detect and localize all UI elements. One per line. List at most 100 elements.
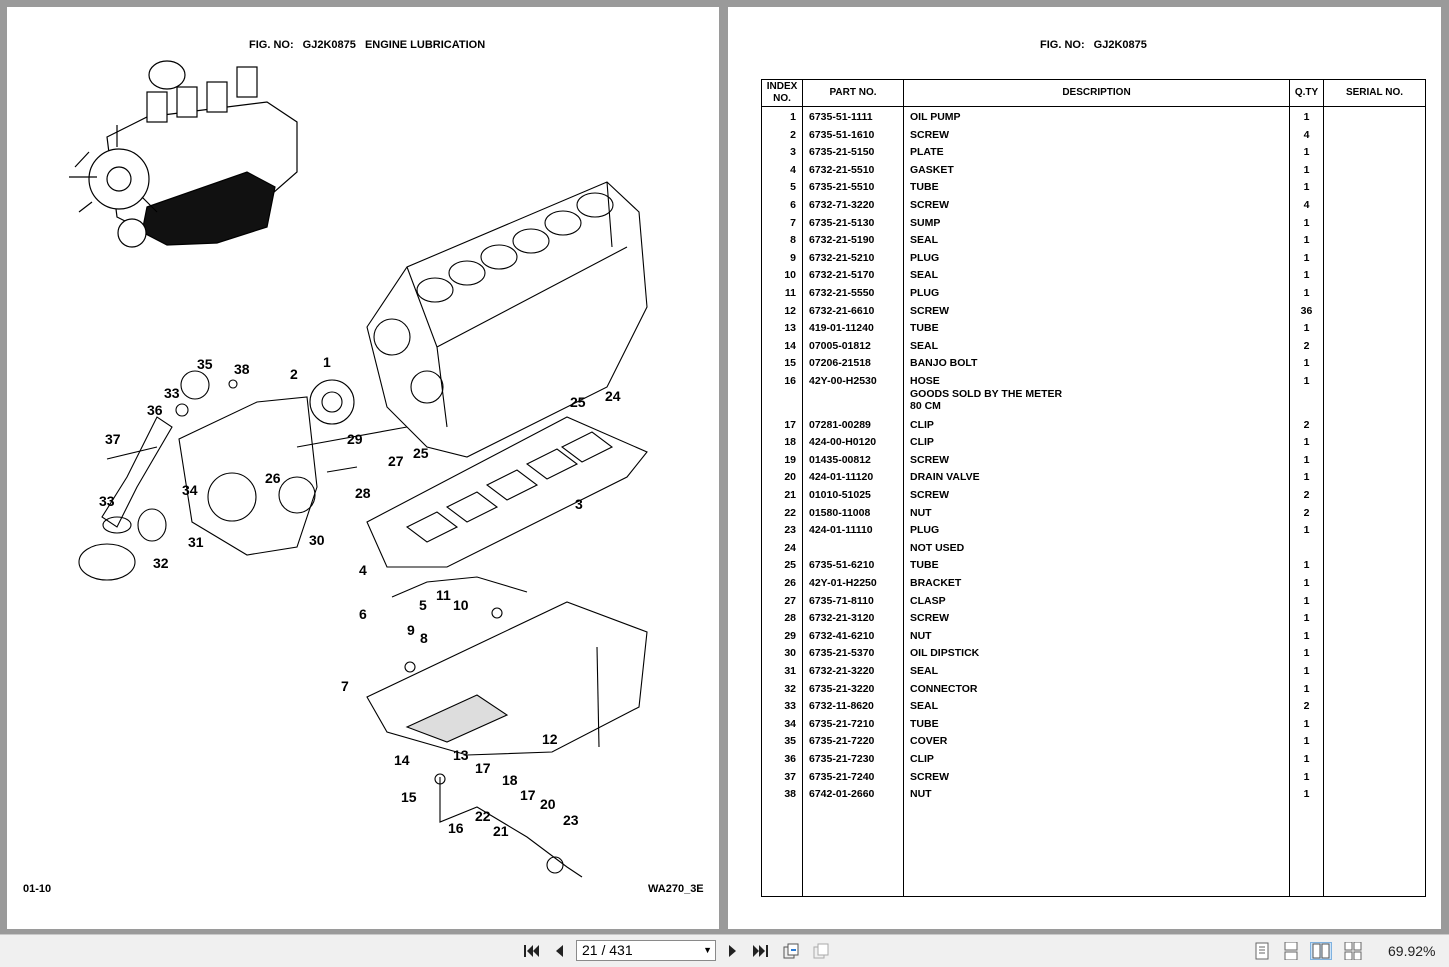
index-cell: 6 bbox=[790, 199, 796, 211]
description-cell: CONNECTOR bbox=[910, 683, 977, 696]
qty-cell: 1 bbox=[1303, 612, 1310, 625]
callout-8: 8 bbox=[420, 630, 428, 646]
index-cell: 15 bbox=[784, 357, 796, 370]
description-line: TUBE bbox=[910, 559, 939, 572]
index-cell: 36 bbox=[784, 753, 796, 765]
callout-16: 16 bbox=[448, 820, 464, 836]
description-cell: CLIP bbox=[910, 419, 934, 432]
description-line: CLIP bbox=[910, 418, 934, 431]
next-page-icon[interactable] bbox=[723, 942, 743, 960]
qty-cell: 2 bbox=[1303, 700, 1310, 713]
part-no-cell: 42Y-01-H2250 bbox=[809, 577, 877, 589]
two-page-continuous-icon[interactable] bbox=[1343, 941, 1362, 961]
description-line: SCREW bbox=[910, 128, 950, 141]
viewer-toolbar: 21 / 431 ▼ 69.92% bbox=[0, 934, 1449, 967]
prev-page-icon[interactable] bbox=[549, 942, 569, 960]
index-cell: 37 bbox=[784, 770, 796, 783]
description-cell: OIL PUMP bbox=[910, 111, 961, 124]
single-page-icon[interactable] bbox=[1253, 942, 1271, 960]
index-cell: 14 bbox=[784, 339, 796, 352]
description-cell: CLIP bbox=[910, 436, 934, 449]
continuous-icon[interactable] bbox=[1282, 941, 1300, 961]
index-cell: 10 bbox=[784, 269, 796, 282]
chevron-down-icon[interactable]: ▼ bbox=[703, 945, 712, 955]
fig-number: GJ2K0875 bbox=[302, 39, 356, 51]
cylinder-block bbox=[366, 181, 648, 458]
fit-icon[interactable] bbox=[811, 942, 831, 960]
last-page-icon[interactable] bbox=[751, 942, 771, 960]
qty-cell: 1 bbox=[1303, 436, 1310, 449]
description-cell: CLIP bbox=[910, 753, 934, 766]
description-line: BANJO BOLT bbox=[910, 357, 978, 370]
header-description: DESCRIPTION bbox=[1062, 87, 1131, 98]
part-no-cell: 6735-51-6210 bbox=[809, 559, 875, 572]
part-no-cell: 6735-21-7230 bbox=[809, 753, 875, 765]
qty-cell: 1 bbox=[1303, 559, 1310, 572]
part-no-cell: 6732-21-5510 bbox=[809, 163, 875, 176]
index-cell: 34 bbox=[784, 717, 796, 730]
page-number-field[interactable]: 21 / 431 ▼ bbox=[576, 940, 716, 961]
description-cell: NUT bbox=[910, 788, 932, 801]
part-no-cell: 6735-51-1610 bbox=[809, 128, 875, 141]
description-cell: SCREW bbox=[910, 305, 949, 318]
qty-cell: 1 bbox=[1303, 216, 1310, 229]
description-cell: NUT bbox=[910, 630, 932, 643]
page-code: 01-10 bbox=[23, 883, 52, 895]
qty-cell: 1 bbox=[1303, 453, 1310, 466]
fig-name: ENGINE LUBRICATION bbox=[364, 39, 486, 51]
qty-cell: 1 bbox=[1303, 524, 1310, 537]
callout-27: 27 bbox=[388, 453, 404, 469]
callout-20: 20 bbox=[540, 796, 556, 812]
description-cell: NUT bbox=[910, 507, 932, 520]
zoom-level[interactable]: 69.92% bbox=[1388, 943, 1436, 959]
description-line: COVER bbox=[910, 735, 948, 748]
callout-34: 34 bbox=[182, 482, 198, 498]
qty-cell: 1 bbox=[1303, 375, 1310, 387]
description-cell: PLUG bbox=[910, 524, 939, 537]
part-no-cell: 6732-21-5190 bbox=[809, 234, 875, 247]
description-cell: SEAL bbox=[910, 665, 938, 678]
part-no-cell: 6742-01-2660 bbox=[809, 788, 875, 801]
description-line: PLUG bbox=[910, 251, 940, 264]
index-cell: 31 bbox=[784, 665, 796, 677]
description-line: PLATE bbox=[910, 146, 944, 159]
qty-cell: 1 bbox=[1303, 471, 1310, 484]
part-no-cell: 6735-21-5510 bbox=[809, 181, 875, 194]
rotate-icon[interactable] bbox=[781, 942, 801, 960]
description-cell: TUBE bbox=[910, 718, 939, 731]
exploded-parts-diagram: 35 38 2 1 33 36 37 34 26 29 27 25 25 24 … bbox=[69, 60, 648, 878]
description-line: SEAL bbox=[910, 269, 939, 282]
qty-cell: 1 bbox=[1303, 111, 1310, 123]
first-page-icon[interactable] bbox=[521, 942, 541, 960]
qty-cell: 1 bbox=[1303, 717, 1310, 730]
callout-14: 14 bbox=[394, 752, 410, 768]
description-line: BRACKET bbox=[910, 577, 962, 589]
index-cell: 2 bbox=[790, 128, 796, 141]
index-cell: 30 bbox=[784, 647, 796, 660]
index-cell: 25 bbox=[784, 559, 796, 572]
header-qty: Q.TY bbox=[1294, 87, 1319, 98]
qty-cell: 1 bbox=[1303, 577, 1310, 589]
two-page-icon[interactable] bbox=[1310, 942, 1332, 960]
description-cell: SCREW bbox=[910, 454, 949, 467]
index-cell: 38 bbox=[784, 788, 796, 801]
description-cell: SCREW bbox=[910, 489, 949, 502]
right-page: FIG. NO: GJ2K0875 INDEX NO. PART NO. DES… bbox=[728, 7, 1441, 929]
qty-cell: 1 bbox=[1303, 735, 1310, 748]
callout-29: 29 bbox=[347, 431, 363, 447]
callout-22: 22 bbox=[475, 808, 491, 824]
callout-37: 37 bbox=[105, 431, 121, 447]
header-serial-no: SERIAL NO. bbox=[1345, 87, 1404, 98]
description-cell: PLUG bbox=[910, 252, 939, 265]
